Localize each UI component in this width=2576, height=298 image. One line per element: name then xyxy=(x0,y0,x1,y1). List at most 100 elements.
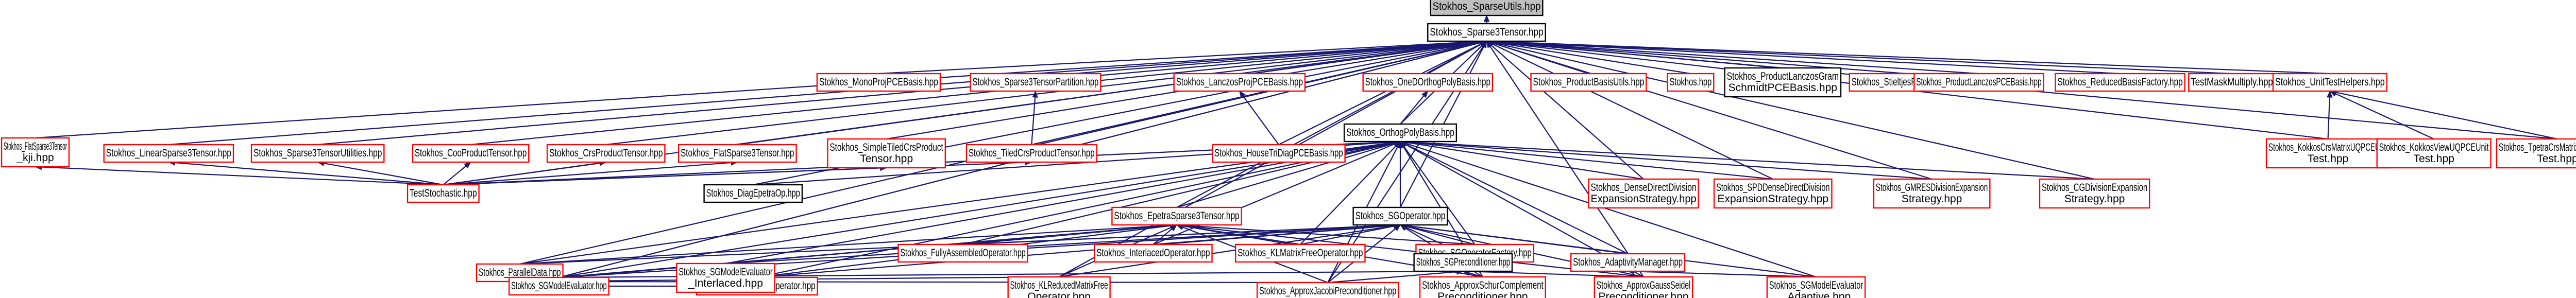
node-box xyxy=(1343,123,1458,143)
graph-node-root[interactable]: Stokhos_SparseUtils.hpp xyxy=(1430,0,1544,16)
node-label: Stokhos_FlatSparse3Tensor.hpp xyxy=(681,147,794,159)
edge-householder-includes-lanczosproj xyxy=(1239,90,1279,145)
node-label: Stokhos_KLReducedMatrixFree xyxy=(1010,279,1108,291)
graph-node-sgmodelinter[interactable]: Stokhos_SGModelEvaluator_Interlaced.hpp xyxy=(676,262,775,293)
node-label: Stokhos_SGPreconditioner.hpp xyxy=(1416,256,1510,268)
graph-node-orthog[interactable]: Stokhos_OrthogPolyBasis.hpp xyxy=(1343,123,1458,143)
node-label: Stokhos_SparseUtils.hpp xyxy=(1433,1,1541,12)
node-box xyxy=(103,144,234,163)
node-label: Stokhos_ApproxSchurComplement xyxy=(1422,279,1544,291)
graph-node-tiledcrs[interactable]: Stokhos_TiledCrsProductTensor.hpp xyxy=(965,144,1097,163)
graph-node-adaptivity[interactable]: Stokhos_AdaptivityManager.hpp xyxy=(1570,253,1686,272)
node-box xyxy=(1873,178,1991,209)
node-box xyxy=(2272,73,2387,92)
graph-node-sgmodeleval[interactable]: Stokhos_SGModelEvaluator.hpp xyxy=(509,276,609,296)
graph-node-spt[interactable]: Stokhos_Sparse3Tensor.hpp xyxy=(1427,23,1546,42)
edge-sgmodeleval-includes-epetrasp xyxy=(558,222,1178,278)
node-label: Stokhos.hpp xyxy=(1669,76,1711,88)
graph-node-linsp[interactable]: Stokhos_LinearSparse3Tensor.hpp xyxy=(103,144,234,163)
node-box xyxy=(412,144,530,163)
node-label: Stokhos_KokkosViewUQPCEUnit xyxy=(2379,142,2489,153)
graph-node-oned[interactable]: Stokhos_OneDOrthogPolyBasis.hpp xyxy=(1362,73,1494,92)
node-label: Strategy.hpp xyxy=(1902,193,1962,205)
node-label: Stokhos_ApproxJacobiPreconditioner.hpp xyxy=(1259,285,1396,297)
node-box xyxy=(1419,276,1546,298)
graph-node-flatsp[interactable]: Stokhos_FlatSparse3Tensor.hpp xyxy=(677,144,797,163)
node-label: _Adaptive.hpp xyxy=(1781,291,1851,298)
graph-node-reduced[interactable]: Stokhos_ReducedBasisFactory.hpp xyxy=(2055,73,2185,92)
edge-testmaskmult-includes-spt xyxy=(1486,38,2232,75)
graph-node-prodlanczos[interactable]: Stokhos_ProductLanczosPCEBasis.hpp xyxy=(1913,73,2044,92)
graph-node-sgop[interactable]: Stokhos_SGOperator.hpp xyxy=(1352,206,1448,226)
edge-sgmodeladapt-includes-orthog xyxy=(1399,141,1817,278)
graph-node-sp3part[interactable]: Stokhos_Sparse3TensorPartition.hpp xyxy=(970,73,1101,92)
edge-tpetracrs-includes-unittest xyxy=(2329,89,2558,140)
graph-node-sgprecond[interactable]: Stokhos_SGPreconditioner.hpp xyxy=(1413,253,1513,272)
node-label: Stokhos_ReducedBasisFactory.hpp xyxy=(2057,76,2182,88)
graph-node-coo[interactable]: Stokhos_CooProductTensor.hpp xyxy=(412,144,530,163)
node-box xyxy=(1111,206,1242,226)
graph-node-lanczosproj[interactable]: Stokhos_LanczosProjPCEBasis.hpp xyxy=(1173,73,1306,92)
node-box xyxy=(703,184,803,203)
graph-node-testmaskmult[interactable]: TestMaskMultiply.hpp xyxy=(2188,73,2276,92)
graph-node-householder[interactable]: Stokhos_HouseTriDiagPCEBasis.hpp xyxy=(1212,144,1346,163)
graph-node-flatsp_tpl[interactable]: Stokhos_FlatSparse3Tensor_kji.hpp xyxy=(1,137,70,168)
node-box xyxy=(1570,253,1686,272)
graph-node-crs[interactable]: Stokhos_CrsProductTensor.hpp xyxy=(546,144,666,163)
node-label: Stokhos_SGOperator.hpp xyxy=(1355,210,1446,222)
node-label: ExpansionStrategy.hpp xyxy=(1590,193,1696,205)
node-box xyxy=(250,144,385,163)
graph-node-epetrasp[interactable]: Stokhos_EpetraSparse3Tensor.hpp xyxy=(1111,206,1242,226)
node-label: Stokhos_GMRESDivisionExpansion xyxy=(1876,182,1988,194)
graph-node-sp3util[interactable]: Stokhos_Sparse3TensorUtilities.hpp xyxy=(250,144,385,163)
graph-node-gmres[interactable]: Stokhos_GMRESDivisionExpansionStrategy.h… xyxy=(1873,178,1991,209)
graph-node-monoproj[interactable]: Stokhos_MonoProjPCEBasis.hpp xyxy=(816,73,941,92)
node-box xyxy=(1173,73,1306,92)
graph-node-fullyassembled[interactable]: Stokhos_FullyAssembledOperator.hpp xyxy=(897,243,1028,263)
graph-node-stokhos[interactable]: Stokhos.hpp xyxy=(1667,73,1715,92)
node-label: Stokhos_KLMatrixFreeOperator.hpp xyxy=(1238,247,1363,259)
node-label: Test.hpp xyxy=(2537,153,2576,165)
graph-node-prodlanczosgs[interactable]: Stokhos_ProductLanczosGramSchmidtPCEBasi… xyxy=(1724,67,1842,98)
graph-node-approxgs[interactable]: Stokhos_ApproxGaussSeidelPreconditioner.… xyxy=(1594,276,1693,298)
node-box xyxy=(1713,178,1833,209)
node-box xyxy=(1530,73,1647,92)
node-box xyxy=(965,144,1097,163)
node-label: Stokhos_LanczosProjPCEBasis.hpp xyxy=(1176,76,1303,88)
node-label: Stokhos_TpetraCrsMatrixUQPCEUnit xyxy=(2499,142,2576,153)
graph-node-tpetracrs[interactable]: Stokhos_TpetraCrsMatrixUQPCEUnitTest.hpp xyxy=(2496,138,2576,169)
graph-node-klmatfree[interactable]: Stokhos_KLMatrixFreeOperator.hpp xyxy=(1235,243,1366,263)
node-label: Tensor.hpp xyxy=(860,153,913,165)
graph-node-ddprecond[interactable]: Stokhos_DiagEpetraOp.hpp xyxy=(703,184,803,203)
edge-tiledcrs-includes-sp3part xyxy=(1031,90,1038,145)
node-box xyxy=(1256,282,1399,298)
graph-node-productbasisutils[interactable]: Stokhos_ProductBasisUtils.hpp xyxy=(1530,73,1647,92)
graph-node-densedirect[interactable]: Stokhos_DenseDirectDivisionExpansionStra… xyxy=(1588,178,1699,209)
node-box xyxy=(509,276,609,296)
graph-node-spddense[interactable]: Stokhos_SPDDenseDirectDivisionExpansionS… xyxy=(1713,178,1833,209)
graph-node-interlaced[interactable]: Stokhos_InterlacedOperator.hpp xyxy=(1093,243,1213,263)
graph-node-teststochastic[interactable]: TestStochastic.hpp xyxy=(406,184,480,203)
node-label: Stokhos_KokkosCrsMatrixUQPCEUnit xyxy=(2268,142,2387,153)
node-label: Stokhos_UnitTestHelpers.hpp xyxy=(2275,76,2385,88)
node-label: Stokhos_MonoProjPCEBasis.hpp xyxy=(819,76,938,88)
node-box xyxy=(2039,178,2150,209)
graph-node-approxschur[interactable]: Stokhos_ApproxSchurComplementPreconditio… xyxy=(1419,276,1546,298)
graph-node-sgmodeladapt[interactable]: Stokhos_SGModelEvaluator_Adaptive.hpp xyxy=(1766,276,1866,298)
node-label: Stokhos_DiagEpetraOp.hpp xyxy=(706,187,800,199)
node-box xyxy=(2265,138,2391,169)
edge-teststochastic-includes-coo xyxy=(443,162,471,185)
node-box xyxy=(1212,144,1346,163)
graph-node-approxjacobi[interactable]: Stokhos_ApproxJacobiPreconditioner.hpp xyxy=(1256,282,1399,298)
edge-orthog-includes-oned xyxy=(1400,91,1429,125)
node-box xyxy=(406,184,480,203)
node-box xyxy=(1413,253,1513,272)
graph-node-unittest[interactable]: Stokhos_UnitTestHelpers.hpp xyxy=(2272,73,2387,92)
